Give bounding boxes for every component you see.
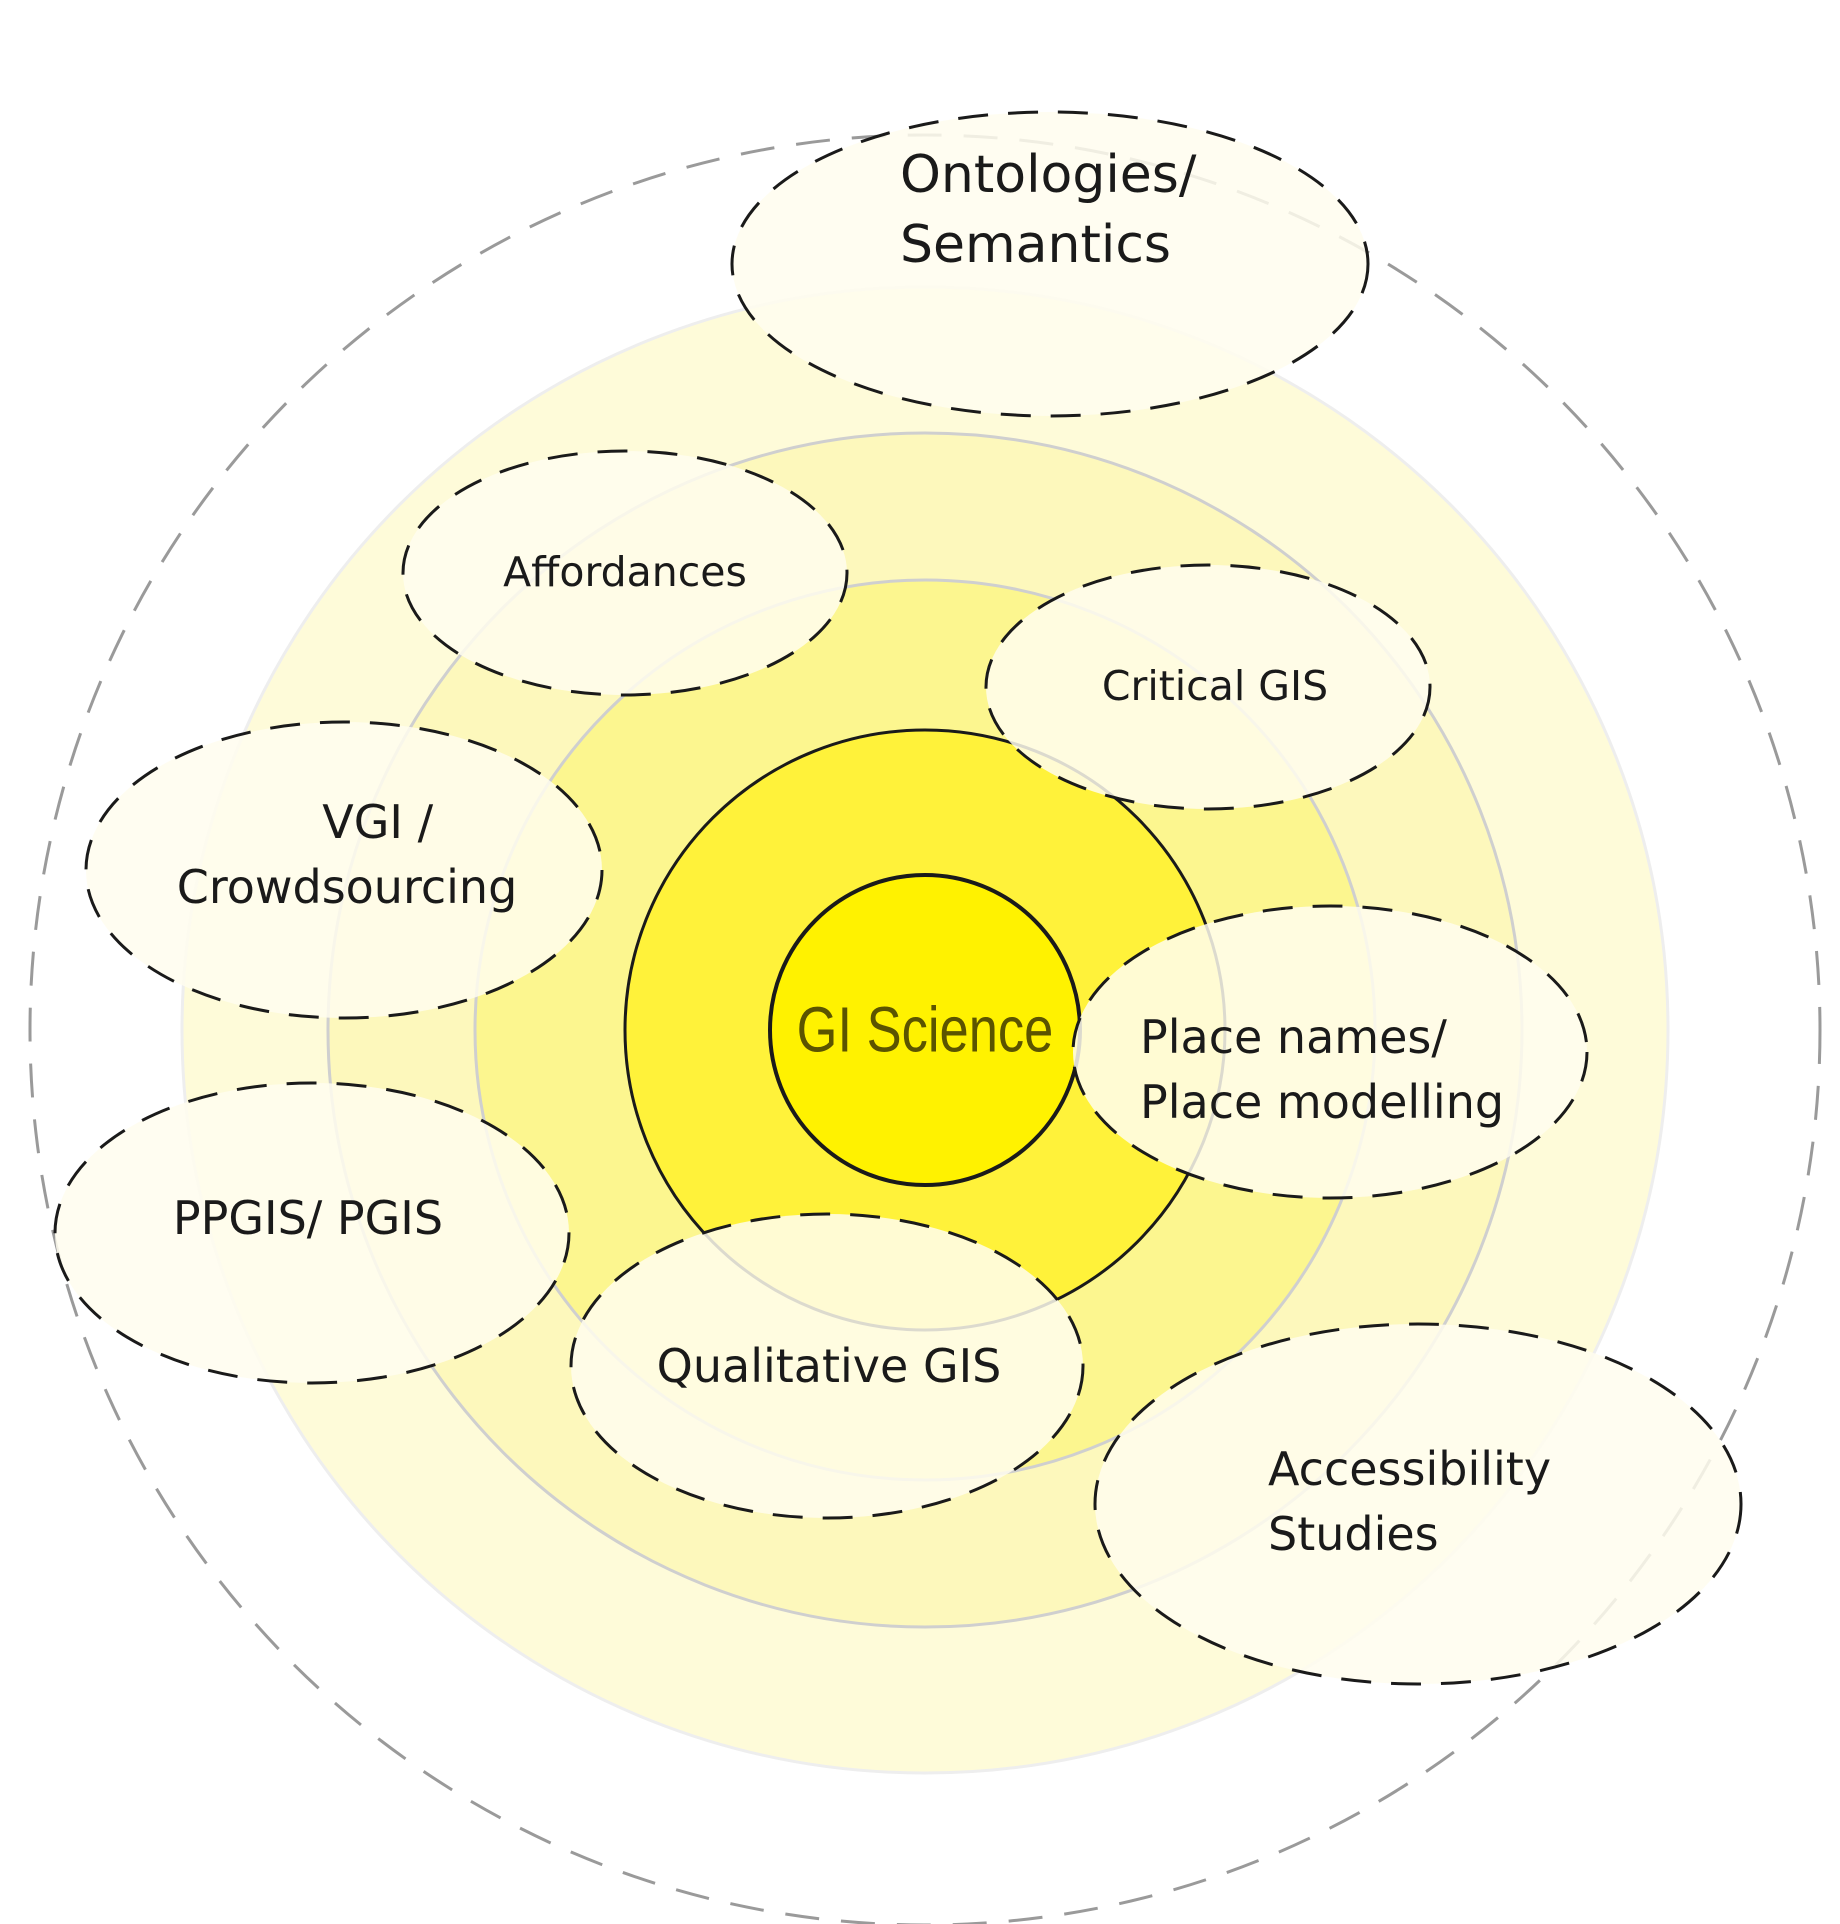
center-label: GI Science <box>797 994 1054 1065</box>
topic-qualitative-gis-line-1: Qualitative GIS <box>657 1339 1002 1393</box>
topic-place-names-line-1: Place names/ <box>1140 1010 1447 1064</box>
topic-affordances: Affordances <box>401 449 849 697</box>
topic-affordances-label: Affordances <box>503 548 747 596</box>
topic-vgi-label: VGI / Crowdsourcing <box>177 795 518 914</box>
topic-critical-gis-line-1: Critical GIS <box>1102 662 1328 710</box>
topic-critical-gis-ellipse <box>984 563 1432 811</box>
topic-critical-gis: Critical GIS <box>984 563 1432 811</box>
topic-accessibility: Accessibility Studies <box>1093 1322 1743 1686</box>
topic-affordances-ellipse <box>401 449 849 697</box>
topic-qualitative-gis-label: Qualitative GIS <box>657 1339 1002 1393</box>
topic-ontologies-ellipse <box>730 110 1370 418</box>
topic-vgi-line-2: Crowdsourcing <box>177 860 518 914</box>
topic-place-names-label: Place names/ Place modelling <box>1140 1010 1504 1129</box>
topic-qualitative-gis-ellipse <box>569 1212 1085 1520</box>
topic-vgi: VGI / Crowdsourcing <box>84 720 604 1020</box>
topic-place-names-ellipse <box>1071 904 1589 1200</box>
topic-vgi-line-1: VGI / <box>322 795 433 849</box>
topic-ontologies: Ontologies/ Semantics <box>730 110 1370 418</box>
topic-ellipses: Ontologies/ Semantics Affordances Critic… <box>53 110 1743 1686</box>
topic-accessibility-line-2: Studies <box>1268 1507 1439 1561</box>
topic-affordances-line-1: Affordances <box>503 548 747 596</box>
topic-accessibility-label: Accessibility Studies <box>1268 1442 1566 1561</box>
topic-ontologies-line-1: Ontologies/ <box>900 145 1197 205</box>
topic-ppgis-line-1: PPGIS/ PGIS <box>173 1191 443 1245</box>
topic-ppgis-label: PPGIS/ PGIS <box>173 1191 443 1245</box>
topic-vgi-ellipse <box>84 720 604 1020</box>
topic-ppgis: PPGIS/ PGIS <box>53 1081 571 1385</box>
topic-critical-gis-label: Critical GIS <box>1102 662 1328 710</box>
topic-ontologies-label: Ontologies/ Semantics <box>900 145 1213 275</box>
topic-place-names-line-2: Place modelling <box>1140 1075 1504 1129</box>
topic-ppgis-ellipse <box>53 1081 571 1385</box>
topic-place-names: Place names/ Place modelling <box>1071 904 1589 1200</box>
topic-accessibility-line-1: Accessibility <box>1268 1442 1551 1496</box>
topic-accessibility-ellipse <box>1093 1322 1743 1686</box>
topic-ontologies-line-2: Semantics <box>900 215 1171 275</box>
topic-qualitative-gis: Qualitative GIS <box>569 1212 1085 1520</box>
